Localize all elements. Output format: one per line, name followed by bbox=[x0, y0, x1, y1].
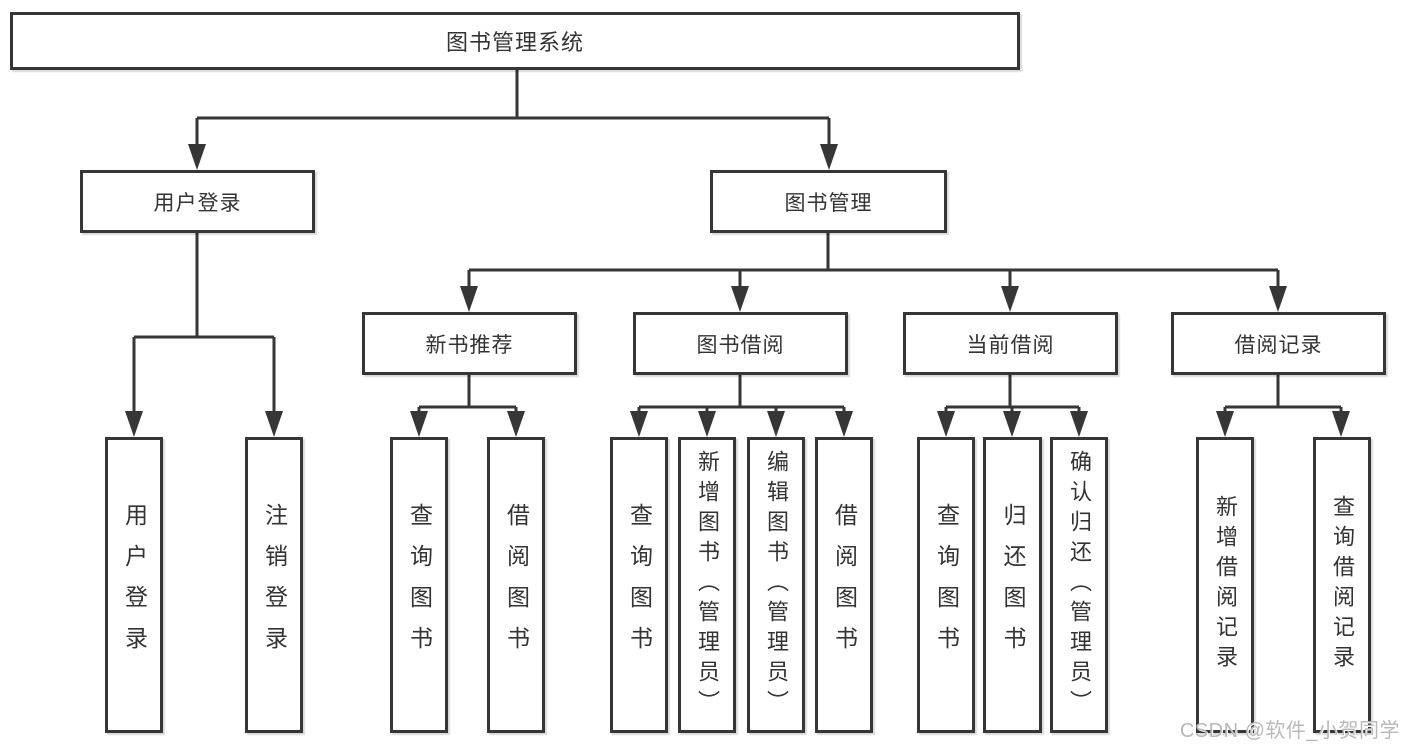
leaf-borrow-books-1-label: 借阅图书 bbox=[503, 503, 530, 667]
leaf-query-borrow-record: 查询借阅记录 bbox=[1313, 437, 1371, 733]
node-borrow-records: 借阅记录 bbox=[1171, 312, 1386, 375]
node-user-login-label: 用户登录 bbox=[153, 191, 242, 215]
leaf-logout-label: 注销登录 bbox=[261, 503, 288, 667]
leaf-query-books-3: 查询图书 bbox=[917, 437, 975, 733]
node-root-label: 图书管理系统 bbox=[445, 30, 584, 55]
leaf-confirm-return-admin-label: 确认归还（管理员） bbox=[1067, 450, 1092, 720]
node-book-borrow: 图书借阅 bbox=[633, 312, 848, 375]
leaf-logout: 注销登录 bbox=[245, 437, 303, 733]
leaf-query-books-1-label: 查询图书 bbox=[406, 503, 433, 667]
node-root: 图书管理系统 bbox=[10, 12, 1020, 70]
node-new-book-recommend: 新书推荐 bbox=[362, 312, 577, 375]
leaf-edit-book-admin: 编辑图书（管理员） bbox=[747, 437, 805, 733]
node-current-borrow: 当前借阅 bbox=[903, 312, 1118, 375]
leaf-add-book-admin: 新增图书（管理员） bbox=[678, 437, 736, 733]
leaf-user-login: 用户登录 bbox=[105, 437, 163, 733]
arrowhead-icons bbox=[125, 144, 1350, 437]
node-user-login: 用户登录 bbox=[80, 170, 315, 233]
leaf-borrow-books-2-label: 借阅图书 bbox=[831, 503, 858, 667]
leaf-return-books-label: 归还图书 bbox=[1000, 503, 1026, 667]
leaf-return-books: 归还图书 bbox=[983, 437, 1042, 733]
leaf-user-login-label: 用户登录 bbox=[121, 503, 148, 667]
leaf-query-books-2-label: 查询图书 bbox=[626, 503, 653, 667]
leaf-borrow-books-2: 借阅图书 bbox=[815, 437, 873, 733]
leaf-query-books-3-label: 查询图书 bbox=[933, 503, 960, 667]
leaf-confirm-return-admin: 确认归还（管理员） bbox=[1050, 437, 1108, 733]
node-new-book-recommend-label: 新书推荐 bbox=[425, 333, 514, 357]
leaf-query-books-2: 查询图书 bbox=[610, 437, 668, 733]
node-current-borrow-label: 当前借阅 bbox=[966, 333, 1055, 357]
node-borrow-records-label: 借阅记录 bbox=[1234, 333, 1323, 357]
leaf-edit-book-admin-label: 编辑图书（管理员） bbox=[764, 450, 789, 720]
csdn-watermark: CSDN @软件_小贺同学 bbox=[1179, 720, 1400, 742]
leaf-borrow-books-1: 借阅图书 bbox=[487, 437, 545, 733]
node-book-management: 图书管理 bbox=[710, 170, 947, 233]
leaf-add-borrow-record: 新增借阅记录 bbox=[1196, 437, 1254, 733]
leaf-add-borrow-record-label: 新增借阅记录 bbox=[1213, 495, 1238, 675]
leaf-query-books-1: 查询图书 bbox=[390, 437, 448, 733]
node-book-borrow-label: 图书借阅 bbox=[696, 333, 785, 357]
leaf-query-borrow-record-label: 查询借阅记录 bbox=[1330, 495, 1355, 675]
node-book-management-label: 图书管理 bbox=[784, 191, 873, 215]
leaf-add-book-admin-label: 新增图书（管理员） bbox=[695, 450, 720, 720]
